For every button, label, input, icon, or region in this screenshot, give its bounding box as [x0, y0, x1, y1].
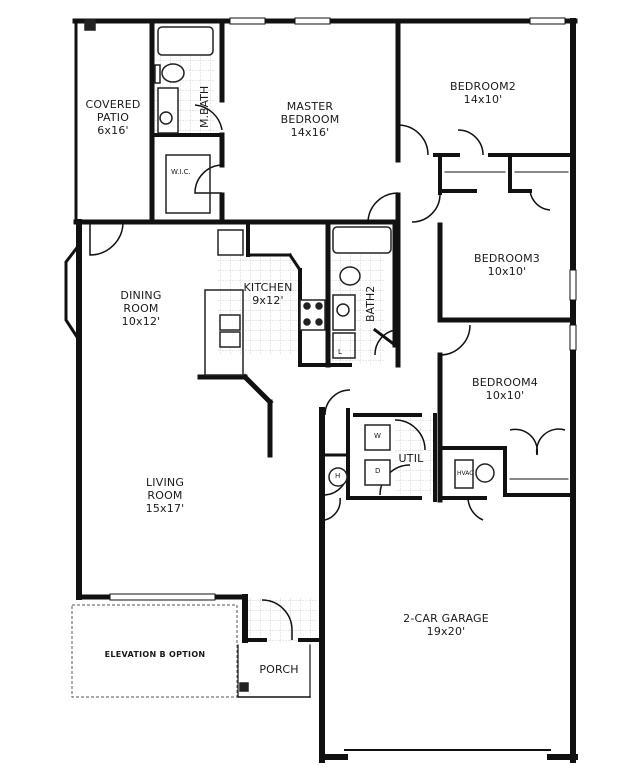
hvac-label: HVAC	[457, 470, 474, 477]
master-bedroom-name-2: BEDROOM	[280, 113, 340, 126]
master-bedroom-name-1: MASTER	[286, 100, 334, 113]
covered-patio-name-2: PATIO	[96, 111, 130, 124]
elevation-option-outline	[71, 604, 238, 698]
kitchen-dims: 9x12'	[252, 294, 284, 307]
garage-dims: 19x20'	[426, 625, 466, 638]
bedroom4-dims: 10x10'	[485, 389, 525, 402]
room-label-util: UTIL	[398, 452, 424, 465]
living-room-name-1: LIVING	[145, 476, 185, 489]
water-heater-label: H	[335, 472, 341, 480]
room-label-elevation-option: ELEVATION B OPTION	[104, 650, 206, 659]
bedroom2-name: BEDROOM2	[449, 80, 517, 93]
door-swings	[89, 104, 566, 640]
room-label-wic: W.I.C.	[171, 168, 191, 176]
dining-room-dims: 10x12'	[121, 315, 161, 328]
room-label-bedroom2: BEDROOM2 14x10'	[450, 80, 516, 106]
bedroom3-name: BEDROOM3	[473, 252, 541, 265]
room-label-porch: PORCH	[259, 663, 299, 676]
living-room-name-2: ROOM	[147, 489, 183, 502]
windows	[64, 17, 577, 601]
washer-label: W	[374, 432, 381, 440]
dining-room-name-2: ROOM	[123, 302, 159, 315]
room-label-dining-room: DINING ROOM 10x12'	[120, 289, 161, 328]
dryer-label: D	[375, 467, 381, 475]
room-label-garage: 2-CAR GARAGE 19x20'	[403, 612, 489, 638]
room-label-bath2: BATH2	[364, 285, 377, 322]
garage-name: 2-CAR GARAGE	[403, 612, 489, 625]
covered-patio-name-1: COVERED	[85, 98, 141, 111]
kitchen-name: KITCHEN	[243, 281, 293, 294]
room-label-bedroom3: BEDROOM3 10x10'	[474, 252, 540, 278]
living-room-dims: 15x17'	[145, 502, 185, 515]
room-label-covered-patio: COVERED PATIO 6x16'	[85, 98, 140, 137]
room-label-living-room: LIVING ROOM 15x17'	[146, 476, 185, 515]
room-label-master-bath: M.BATH	[198, 85, 211, 128]
room-label-kitchen: KITCHEN 9x12'	[243, 281, 292, 307]
master-bedroom-dims: 14x16'	[290, 126, 330, 139]
interior-walls	[73, 18, 576, 698]
porch-entry-tile	[248, 598, 318, 643]
bedroom2-dims: 14x10'	[463, 93, 503, 106]
room-label-bedroom4: BEDROOM4 10x10'	[472, 376, 538, 402]
bedroom3-dims: 10x10'	[487, 265, 527, 278]
bedroom4-name: BEDROOM4	[471, 376, 539, 389]
room-label-master-bedroom: MASTER BEDROOM 14x16'	[281, 100, 340, 139]
covered-patio-dims: 6x16'	[97, 124, 129, 137]
fixtures	[84, 19, 495, 692]
linen-label: L	[338, 348, 342, 356]
dining-room-name-1: DINING	[120, 289, 162, 302]
